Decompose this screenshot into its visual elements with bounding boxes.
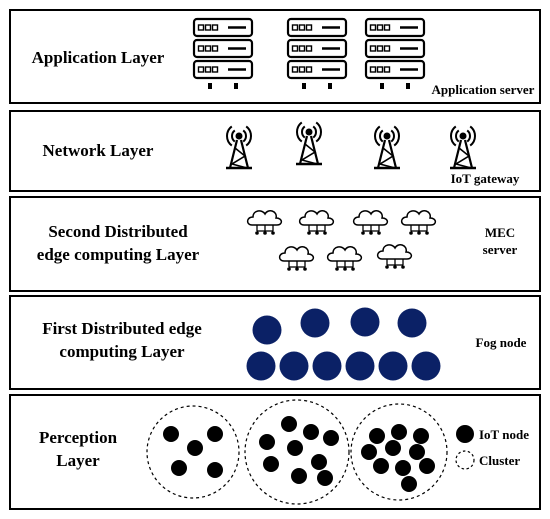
cloud-server-icon <box>278 246 315 271</box>
iot-node-dot <box>385 440 401 456</box>
fog-node-circle <box>350 307 380 337</box>
fog-node-circle <box>397 308 427 338</box>
fog-node-circle <box>246 351 276 381</box>
iot-node-dot <box>395 460 411 476</box>
iot-node-dot <box>207 426 223 442</box>
cloud-server-icon <box>352 210 389 235</box>
server-rack-icon <box>286 17 348 89</box>
cloud-server-icon <box>246 210 283 235</box>
fog-node-icons <box>246 307 441 381</box>
perception-layer: Perception Layer IoT node Cluster <box>9 394 541 510</box>
iot-node-dot <box>163 426 179 442</box>
application-server-icons <box>192 17 426 89</box>
iot-cluster-icons <box>146 399 475 505</box>
iot-node-legend-icon <box>456 425 474 443</box>
iot-node-dot <box>391 424 407 440</box>
mec-server-label: MEC server <box>482 225 518 257</box>
cluster-dashed-circle <box>350 403 448 501</box>
cloud-server-icon <box>400 210 437 235</box>
network-layer-title: Network Layer <box>42 141 154 160</box>
fog-node-circle <box>279 351 309 381</box>
iot-node-dot <box>413 428 429 444</box>
second-edge-layer: Second Distributed edge computing Layer … <box>9 196 541 292</box>
cloud-server-icon <box>376 244 413 269</box>
application-layer: Application Layer Application server <box>9 9 541 104</box>
application-layer-title: Application Layer <box>31 48 165 67</box>
iot-node-dot <box>311 454 327 470</box>
iot-node-dot <box>263 456 279 472</box>
iot-node-legend-label: IoT node <box>479 427 529 442</box>
mec-server-icons <box>246 210 437 271</box>
fog-node-circle <box>345 351 375 381</box>
iot-node-dot <box>401 476 417 492</box>
server-rack-icon <box>192 17 254 89</box>
iot-node-dot <box>323 430 339 446</box>
iot-node-dot <box>187 440 203 456</box>
cluster-dashed-circle <box>146 405 240 499</box>
fog-node-label: Fog node <box>475 335 527 350</box>
iot-gateway-label: IoT gateway <box>450 171 520 186</box>
cloud-server-icon <box>326 246 363 271</box>
fog-node-circle <box>312 351 342 381</box>
perception-layer-title: Perception Layer <box>38 428 118 470</box>
iot-node-dot <box>291 468 307 484</box>
second-edge-layer-title: Second Distributed edge computing Layer <box>36 222 200 264</box>
iot-node-dot <box>419 458 435 474</box>
fog-node-circle <box>252 315 282 345</box>
iot-node-dot <box>369 428 385 444</box>
radio-tower-icon <box>374 125 400 170</box>
iot-node-dot <box>409 444 425 460</box>
cluster-dashed-circle <box>244 399 350 505</box>
iot-node-dot <box>207 462 223 478</box>
iot-node-dot <box>259 434 275 450</box>
iot-node-dot <box>303 424 319 440</box>
network-layer: Network Layer IoT gateway <box>9 110 541 192</box>
iot-node-dot <box>361 444 377 460</box>
iot-node-dot <box>373 458 389 474</box>
iot-node-dot <box>171 460 187 476</box>
cloud-server-icon <box>298 210 335 235</box>
cluster-legend-icon <box>455 450 475 470</box>
iot-node-dot <box>287 440 303 456</box>
radio-tower-icon <box>296 121 322 166</box>
iot-gateway-icons <box>226 121 476 170</box>
server-rack-icon <box>364 17 426 89</box>
iot-node-dot <box>281 416 297 432</box>
fog-node-circle <box>300 308 330 338</box>
radio-tower-icon <box>450 125 476 170</box>
fog-node-circle <box>378 351 408 381</box>
iot-node-dot <box>317 470 333 486</box>
cluster-legend-label: Cluster <box>479 453 521 468</box>
first-edge-layer: First Distributed edge computing Layer F… <box>9 295 541 390</box>
radio-tower-icon <box>226 125 252 170</box>
first-edge-layer-title: First Distributed edge computing Layer <box>42 319 202 361</box>
application-server-label: Application server <box>431 82 535 97</box>
fog-node-circle <box>411 351 441 381</box>
